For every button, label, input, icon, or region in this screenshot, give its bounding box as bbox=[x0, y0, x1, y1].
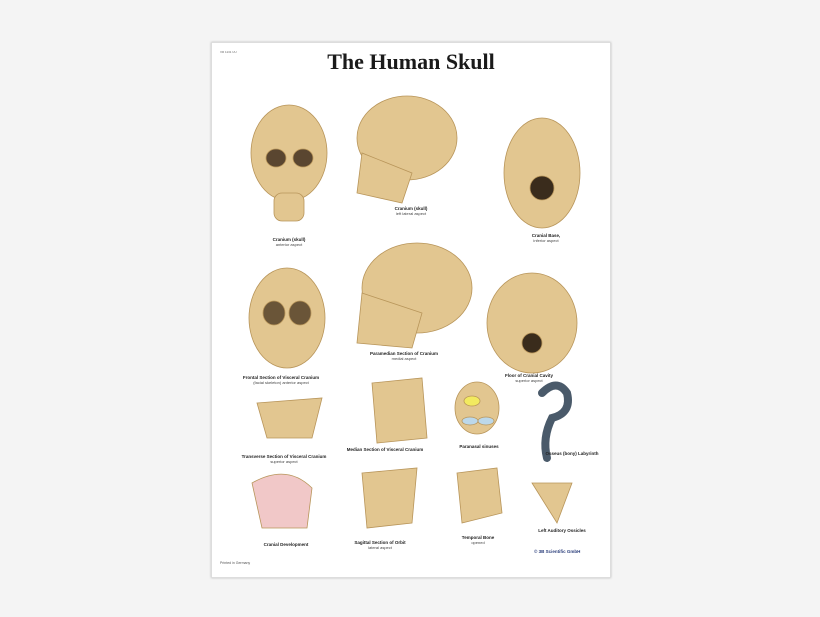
caption-cranial-base: Cranial Base,inferior aspect bbox=[531, 233, 561, 243]
cranial-floor bbox=[486, 272, 578, 374]
caption-paranasal: Paranasal sinuses bbox=[459, 444, 499, 449]
paramedian-section bbox=[356, 242, 473, 349]
cranial-development bbox=[251, 473, 313, 529]
median-section bbox=[371, 377, 428, 444]
product-code: VR 1131 UU bbox=[220, 50, 237, 54]
labyrinth bbox=[538, 381, 572, 462]
brand-logo-text: © 3B Scientific GmbH bbox=[534, 549, 581, 554]
ossicles bbox=[531, 482, 573, 524]
printed-note: Printed in Germany bbox=[220, 561, 251, 565]
caption-labyrinth: Osseus (bony) Labyrinth bbox=[545, 451, 599, 456]
skull-poster: VR 1131 UU The Human Skull bbox=[211, 42, 611, 578]
cranial-base bbox=[503, 117, 581, 229]
temporal-bone bbox=[456, 467, 503, 524]
caption-median: Median Section of Visceral Cranium bbox=[346, 447, 424, 452]
caption-ossicles: Left Auditory Ossicles bbox=[538, 528, 586, 533]
skull-illustrations bbox=[248, 95, 581, 529]
anterior-skull bbox=[250, 104, 328, 222]
transverse-section bbox=[256, 397, 323, 439]
poster-title: The Human Skull bbox=[327, 49, 495, 74]
caption-anterior: Cranium (skull)anterior aspect bbox=[272, 237, 306, 247]
lateral-skull bbox=[356, 95, 458, 204]
orbit-section bbox=[361, 467, 418, 529]
paranasal-skull bbox=[454, 381, 500, 435]
frontal-section bbox=[248, 267, 326, 369]
caption-frontal-section: Frontal Section of Visceral Cranium(faci… bbox=[242, 375, 320, 385]
caption-lateral: Cranium (skull)left lateral aspect bbox=[394, 206, 428, 216]
caption-development: Cranial Development bbox=[263, 542, 309, 547]
